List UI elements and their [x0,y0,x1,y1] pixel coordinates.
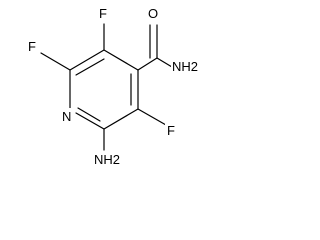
bond-camide-n [156,57,173,68]
label-bg-f-left [26,38,40,54]
atom-nh2-amide: NH2 [172,59,198,74]
bond-c1-f [40,52,71,71]
atom-nh2-amino: NH2 [94,152,120,167]
label-bg-o [146,6,160,22]
label-bg-nh2-amino [92,151,122,167]
molecule-drawing: F F N F O NH2 NH2 [26,6,201,167]
bond-c4-f [137,108,167,126]
bond-c1-c2 [69,49,105,71]
bond-c3-camide [137,57,158,71]
atom-o: O [148,6,158,21]
bond-c1-c2-inner [75,58,105,76]
bond-c4-c5 [103,108,139,130]
label-bg-nh2-amide [171,58,201,74]
bond-c5-n [75,112,105,130]
label-bg-f-top [97,6,111,22]
atom-f-top: F [99,6,107,21]
label-bg-f-right [165,121,179,137]
label-bg-n-ring [60,108,74,124]
bond-c5-n-inner [77,107,101,122]
atom-f-left: F [28,39,36,54]
atom-f-right: F [167,123,175,138]
structure-diagram: F F N F O NH2 NH2 [0,0,203,181]
atom-n-ring: N [62,109,71,124]
bond-c2-c3 [103,49,139,71]
